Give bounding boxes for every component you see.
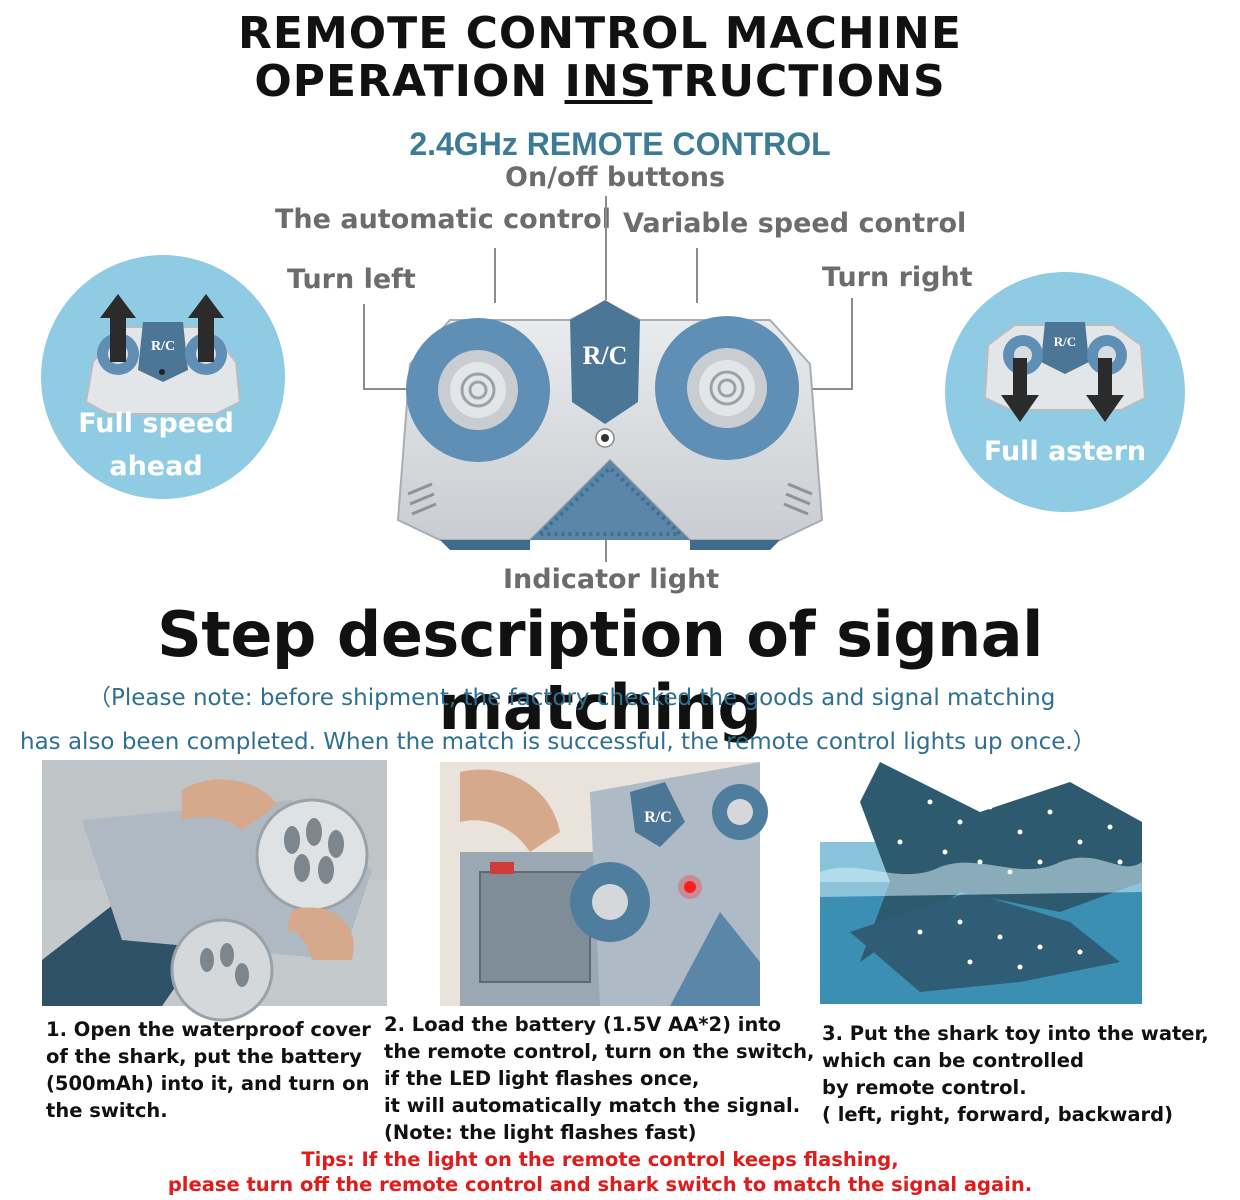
label-turn-right: Turn right [822,262,973,293]
full-speed-ahead-illustration: R/C [41,255,285,499]
remote-logo: R/C [583,341,628,370]
step1-line: 1. Open the waterproof cover [46,1018,371,1041]
tips-line2: please turn off the remote control and s… [167,1173,1033,1196]
page-title-line2: OPERATION INSTRUCTIONS [0,56,1200,107]
mini-logo-right: R/C [1054,334,1076,349]
step1-line: of the shark, put the battery [46,1045,362,1068]
leader-line-automatic [494,248,496,303]
remote-control-illustration: R/C [396,300,824,550]
leader-line-right-v [851,298,853,390]
leader-line-on-off [605,196,607,300]
title-part-a: OPERATION [254,56,565,107]
note-line2: has also been completed. When the match … [20,729,1096,755]
step3-line: by remote control. [822,1076,1027,1099]
label-indicator: Indicator light [503,564,720,595]
photo-open-cover [42,760,387,1022]
step3-line: which can be controlled [822,1049,1084,1072]
step-section-title: Step description of signal matching [157,598,1043,744]
step1-caption: 1. Open the waterproof cover of the shar… [46,1016,371,1124]
step3-line: ( left, right, forward, backward) [822,1103,1174,1126]
photo-shark-in-water [820,762,1142,1004]
label-on-off: On/off buttons [505,162,726,193]
title-part-underlined: INS [564,56,653,107]
label-automatic: The automatic control [275,204,611,235]
photo-load-battery: R/C [440,762,768,1006]
step2-line: (Note: the light flashes fast) [384,1121,697,1144]
step1-line: (500mAh) into it, and turn on [46,1072,370,1095]
title-part-c: TRUCTIONS [652,56,946,107]
label-turn-left: Turn left [287,264,416,295]
mini-logo: R/C [151,339,175,354]
full-speed-text-line2: ahead [109,451,203,482]
step2-line: 2. Load the battery (1.5V AA*2) into [384,1013,782,1036]
photo-logo: R/C [644,809,672,826]
page-title-line1: REMOTE CONTROL MACHINE [238,8,962,59]
tips-line1: Tips: If the light on the remote control… [301,1148,899,1171]
leader-line-left-v [363,304,365,390]
step3-line: 3. Put the shark toy into the water, [822,1022,1209,1045]
step2-line: it will automatically match the signal. [384,1094,801,1117]
step2-caption: 2. Load the battery (1.5V AA*2) into the… [384,1011,814,1146]
note-line1: （Please note: before shipment, the facto… [88,685,1056,711]
step2-line: if the LED light flashes once, [384,1067,700,1090]
label-variable-speed: Variable speed control [623,208,967,239]
full-speed-text-line1: Full speed [78,408,234,439]
step2-line: the remote control, turn on the switch, [384,1040,815,1063]
remote-subtitle: 2.4GHz REMOTE CONTROL [409,126,831,162]
leader-line-variable [696,248,698,303]
full-astern-text: Full astern [983,436,1147,467]
step1-line: the switch. [46,1099,168,1122]
step3-caption: 3. Put the shark toy into the water, whi… [822,1020,1209,1128]
full-astern-illustration: R/C [945,272,1185,512]
